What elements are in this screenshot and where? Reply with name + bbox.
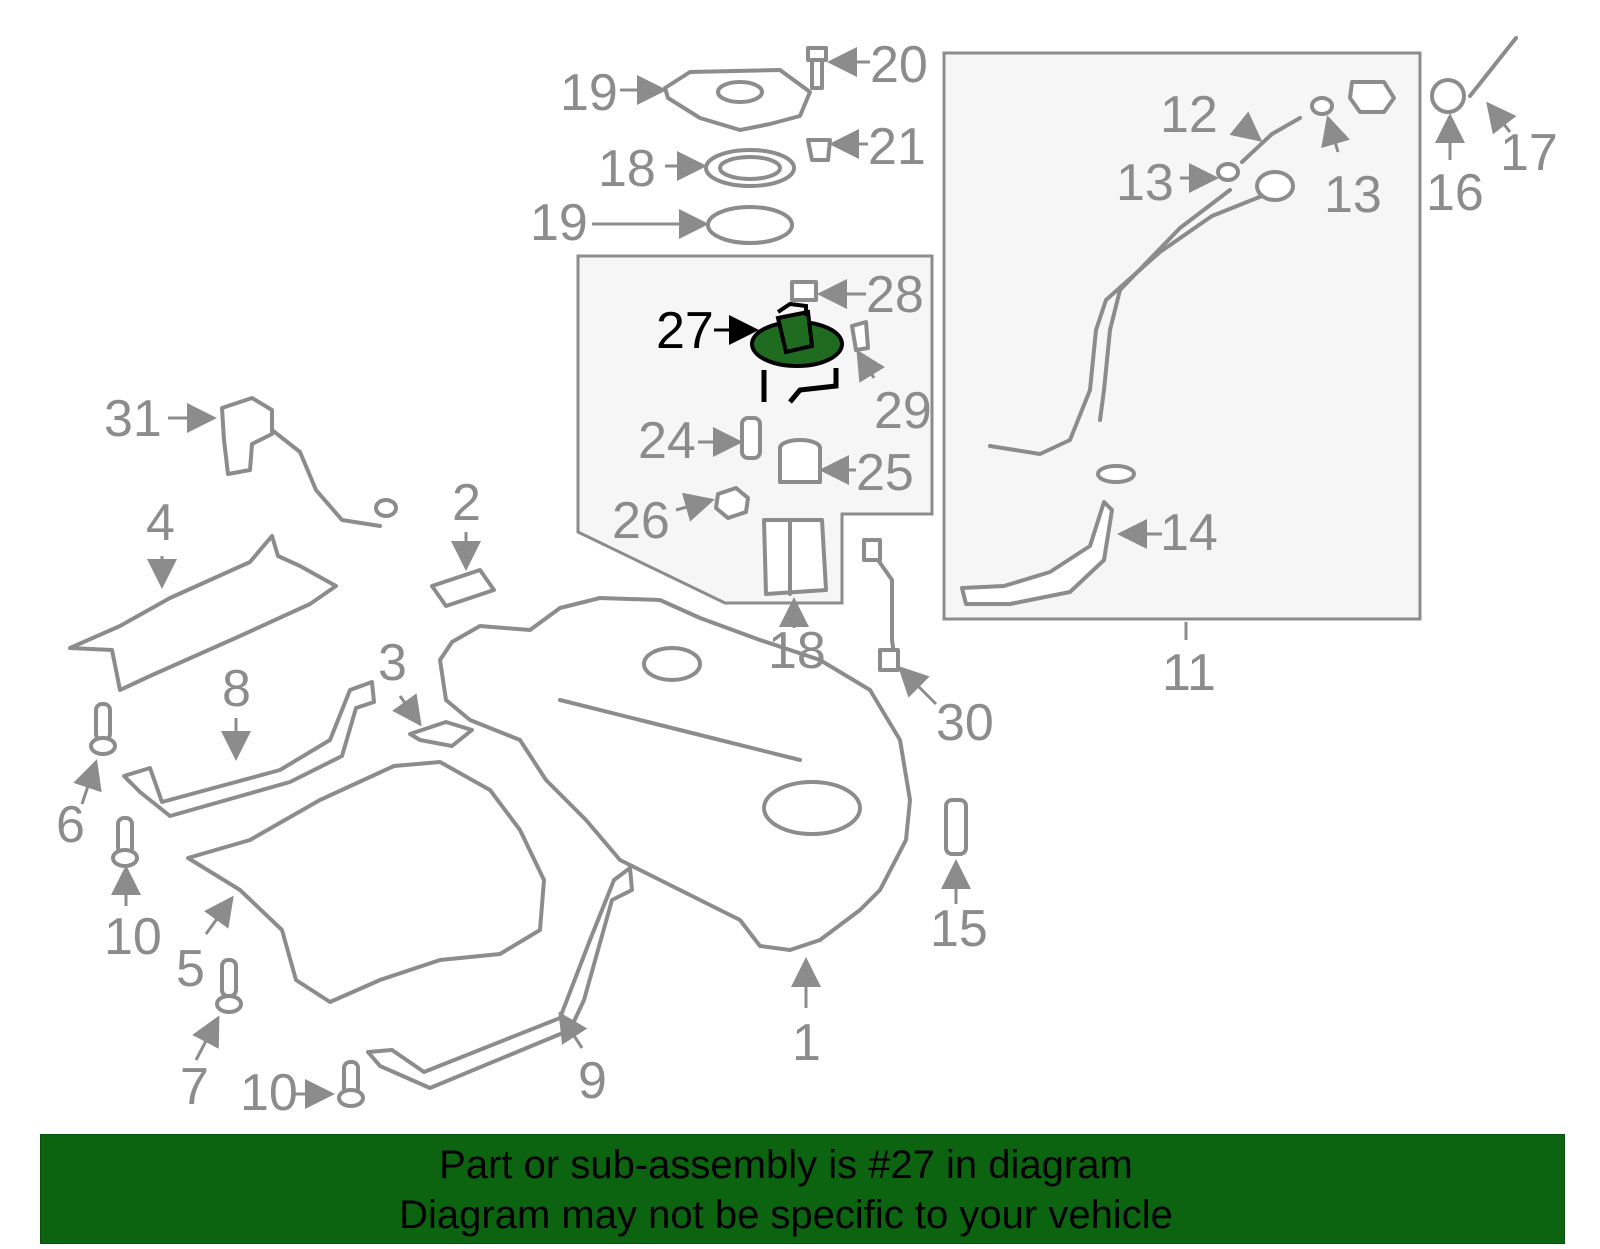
part-7-bolt: [215, 958, 243, 1014]
callout-13-right: 13: [1324, 166, 1382, 224]
callout-31: 31: [104, 390, 162, 448]
callout-7: 7: [180, 1058, 209, 1116]
callout-16: 16: [1426, 164, 1484, 222]
part-8-strap: [122, 680, 376, 818]
part-24-pump: [740, 416, 762, 460]
part-23-grommet: [806, 138, 832, 162]
callout-25: 25: [856, 444, 914, 502]
callout-5: 5: [176, 940, 205, 998]
callout-27: 27: [656, 302, 714, 360]
part-31-evap-canister: [220, 396, 398, 528]
notice-line-part: Part or sub-assembly is #27 in diagram: [439, 1143, 1133, 1187]
callout-18: 18: [768, 622, 826, 680]
part-5-heat-shield: [186, 760, 546, 1004]
leader-arrows: [73, 47, 1517, 1109]
callout-20: 18: [598, 140, 656, 198]
part-12-vent-hose: [1240, 116, 1302, 164]
callout-12: 12: [1160, 86, 1218, 144]
notice-line-disclaimer: Diagram may not be specific to your vehi…: [399, 1193, 1173, 1237]
part-22-bolt: [806, 46, 828, 90]
callout-22: 20: [870, 36, 928, 94]
callout-15: 15: [930, 900, 988, 958]
part-4-heat-shield: [68, 534, 338, 692]
callout-19: 19: [530, 194, 588, 252]
callout-24: 24: [638, 412, 696, 470]
callout-23: 21: [868, 118, 926, 176]
callout-10-a: 10: [104, 908, 162, 966]
callout-6: 6: [56, 796, 85, 854]
callout-8: 8: [222, 660, 251, 718]
callout-3: 3: [378, 634, 407, 692]
part-3-pad: [408, 720, 474, 748]
callout-10-b: 10: [240, 1064, 298, 1122]
part-9-strap: [366, 866, 634, 1090]
callout-9: 9: [578, 1052, 607, 1110]
part-28-connector: [790, 280, 818, 302]
part-1-fuel-tank: [438, 596, 912, 952]
callout-17: 17: [1500, 124, 1558, 182]
part-10-bolt-a: [111, 816, 139, 868]
callout-11: 11: [1162, 644, 1216, 702]
part-26-nut: [714, 486, 750, 520]
part-16-tether: [1430, 36, 1518, 114]
callout-14: 14: [1160, 504, 1218, 562]
callout-2: 2: [452, 474, 481, 532]
callout-21: 19: [560, 64, 618, 122]
part-filler-cap: [1348, 80, 1396, 114]
part-20-lock-ring: [704, 148, 796, 188]
part-30-sensor: [862, 538, 900, 672]
part-2-bracket: [430, 568, 496, 608]
part-13-clamp-upper: [1310, 96, 1334, 116]
part-25-filter: [778, 438, 822, 484]
notice-banner: Part or sub-assembly is #27 in diagram D…: [40, 1134, 1565, 1244]
part-14-hose: [960, 464, 1136, 606]
part-10-bolt-b: [337, 1060, 365, 1108]
part-13-clamp-lower: [1216, 162, 1240, 182]
callout-26: 26: [612, 492, 670, 550]
part-18-reservoir: [762, 518, 828, 596]
part-6-bolt: [89, 702, 117, 756]
part-11-filler-pipe: [988, 170, 1295, 456]
callout-labels: 19 20 18 21 19 28 27 29 24 25 26 18 12 1…: [56, 36, 1558, 1122]
callout-4: 4: [146, 494, 175, 552]
callout-13-left: 13: [1116, 154, 1174, 212]
callout-28: 28: [866, 266, 924, 324]
callout-29: 29: [874, 382, 932, 440]
part-21-cover-plate: [663, 68, 812, 132]
part-19-gasket: [706, 205, 794, 245]
part-27-fuel-pump-module: [750, 301, 844, 404]
callout-1: 1: [792, 1014, 821, 1072]
callout-30: 30: [936, 694, 994, 752]
part-29-sender: [850, 320, 870, 352]
part-15-valve: [944, 798, 968, 856]
